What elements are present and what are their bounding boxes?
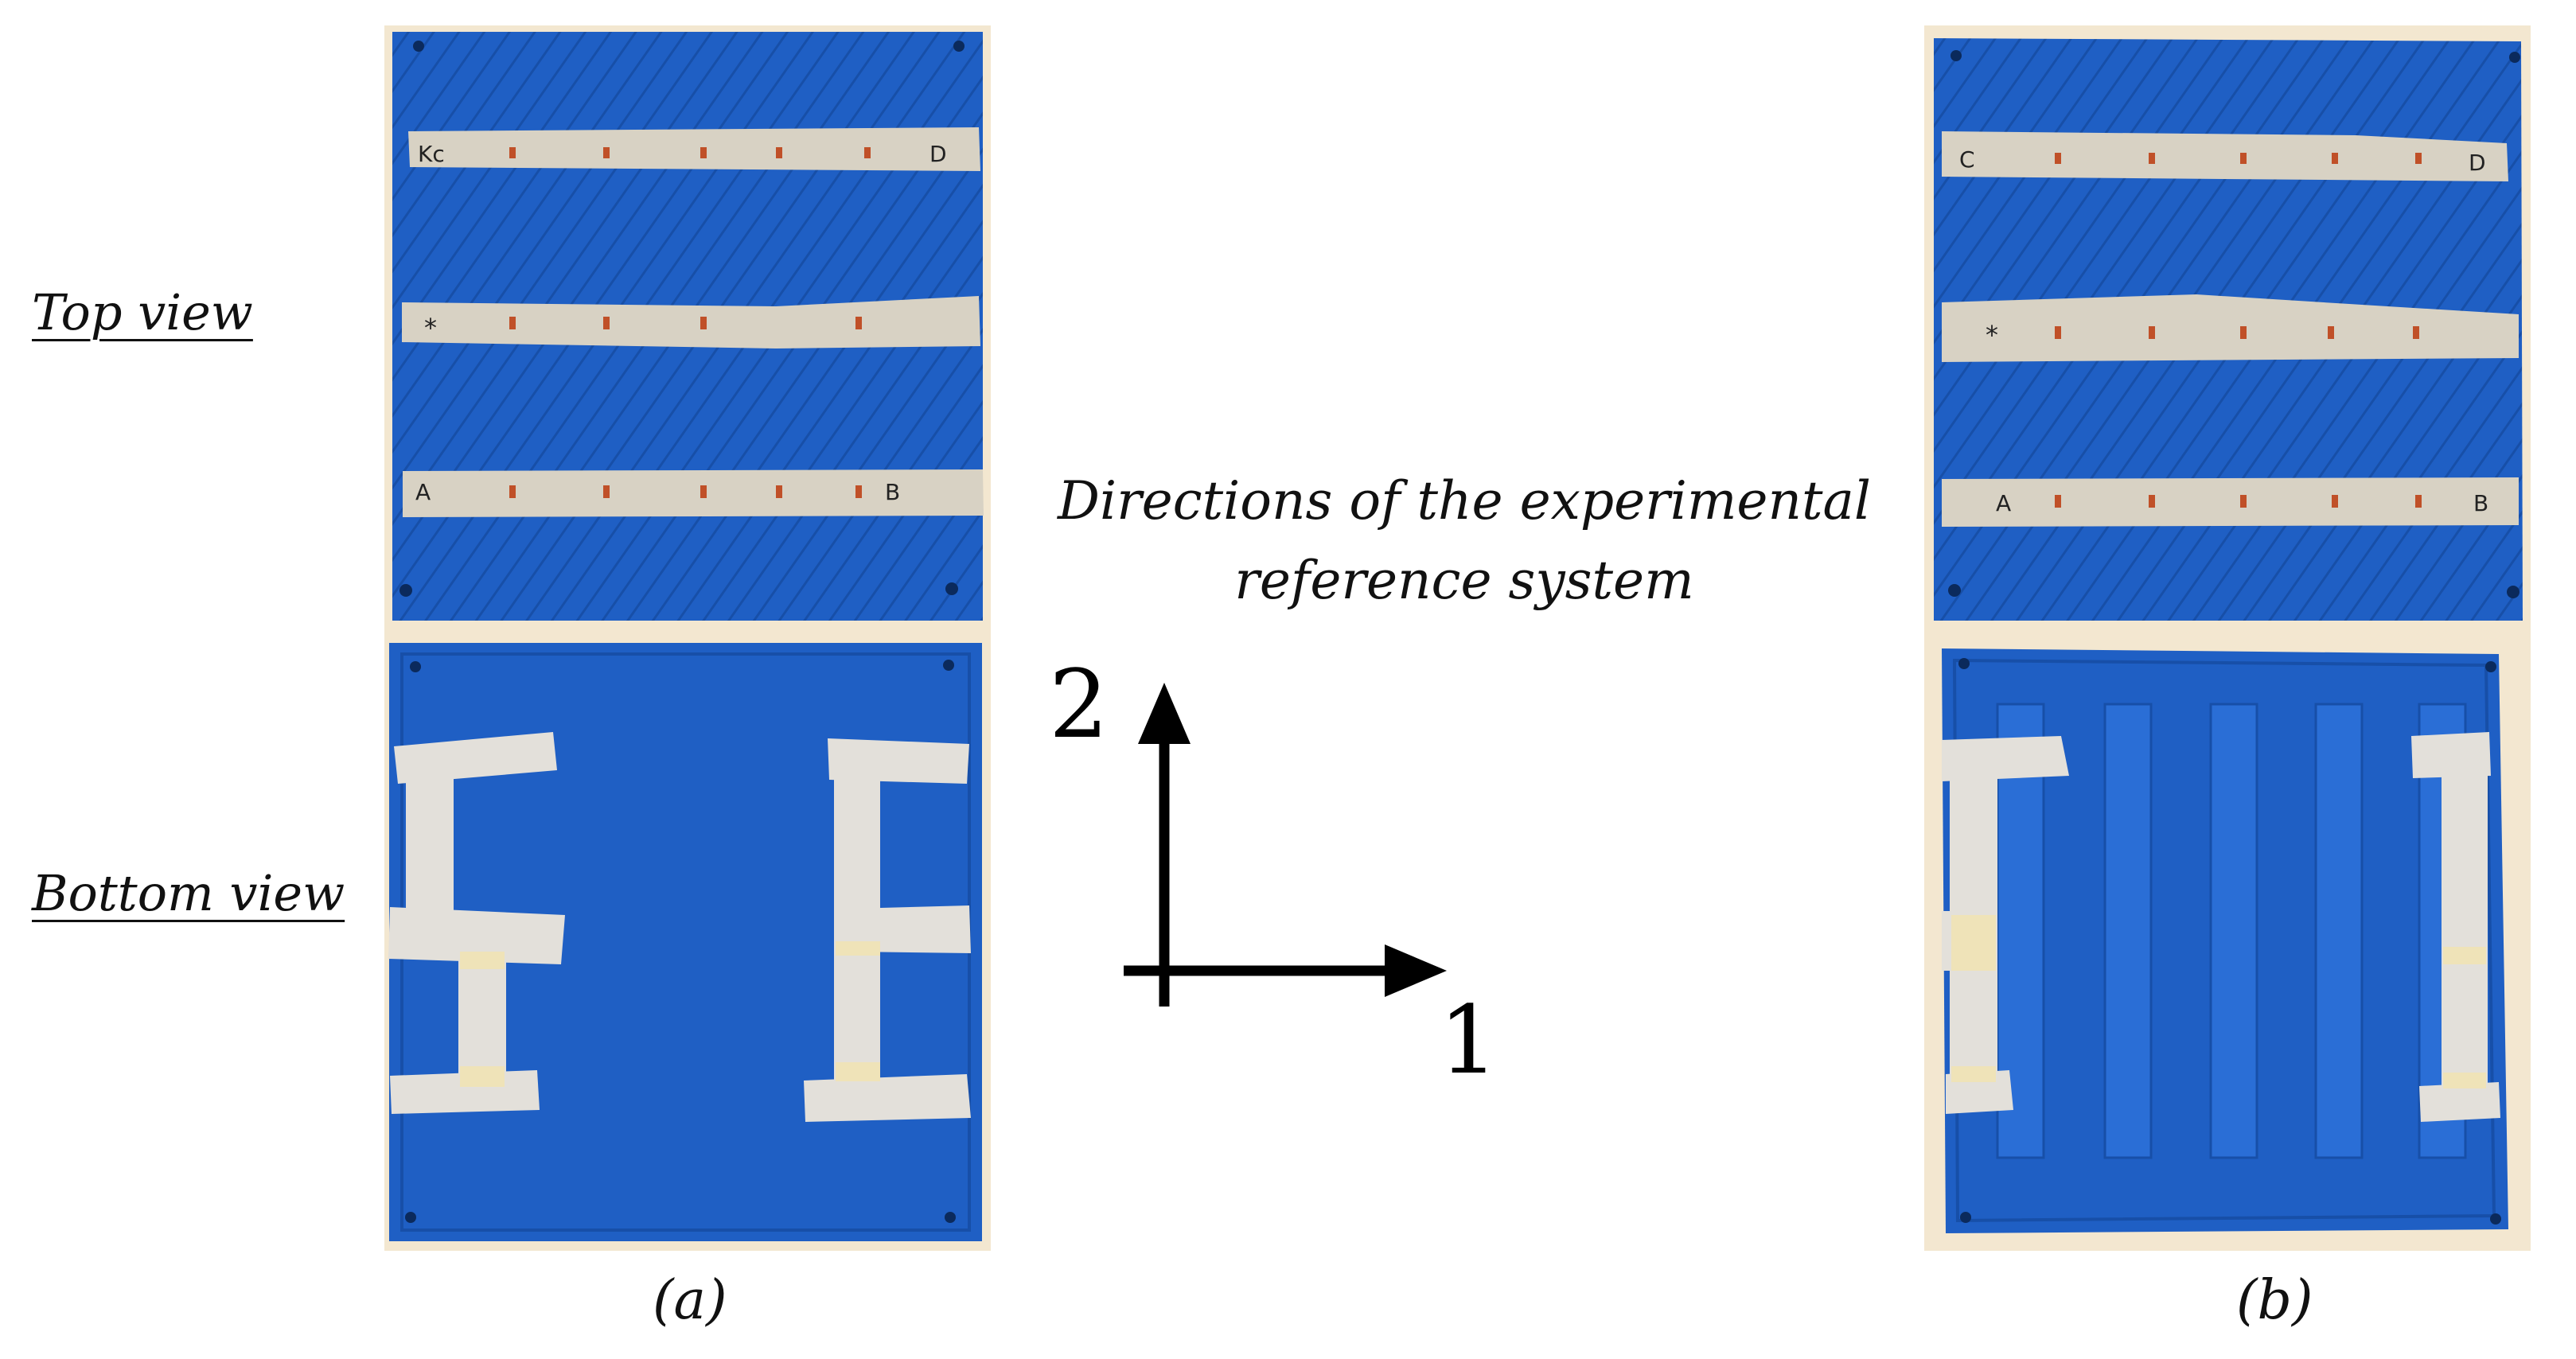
tape-strip [1942, 294, 2519, 362]
tape-strip [402, 296, 980, 349]
tape-letter: B [2473, 490, 2488, 516]
tape-letter: B [885, 479, 900, 505]
tape-strip [1942, 131, 2508, 181]
photo-a: Kc D A B * [384, 25, 991, 1251]
tape-letter: A [1996, 490, 2011, 516]
tape-patches [388, 732, 971, 1122]
tape-marks-red [2055, 153, 2422, 508]
plate-a-bottom [388, 643, 982, 1241]
tape-overlaps [460, 941, 880, 1087]
tape-strip [408, 127, 980, 171]
plate-ribs [1996, 703, 2467, 1159]
tape-asterisk: * [424, 313, 437, 343]
tape-strip [1942, 477, 2519, 527]
tape-asterisk: * [1986, 320, 1998, 350]
tape-letter: D [2469, 150, 2486, 176]
axis-1-arrowhead [1385, 944, 1447, 997]
top-view-label: Top view [32, 283, 253, 341]
plate-a-top: Kc D A B * [392, 32, 984, 621]
axis-1-label: 1 [1439, 985, 1499, 1095]
caption-a: (a) [653, 1269, 727, 1332]
photo-b: C D A B * [1924, 25, 2531, 1251]
caption-b: (b) [2236, 1269, 2313, 1332]
tape-letter: A [415, 479, 431, 505]
tape-overlaps [1951, 915, 2486, 1088]
reference-axes [1124, 683, 1447, 1007]
directions-title-line1: Directions of the experimental [1058, 470, 1871, 532]
tape-letter: D [929, 141, 947, 167]
plate-b-top: C D A B * [1934, 38, 2523, 621]
bottom-view-label: Bottom view [32, 864, 345, 922]
tape-strip [403, 469, 984, 517]
tape-letter: C [1959, 146, 1975, 173]
directions-title-line2: reference system [1234, 550, 1694, 611]
plate-b-bottom [1942, 648, 2508, 1233]
tape-marks-red [509, 147, 871, 498]
axis-2-arrowhead [1138, 683, 1191, 744]
tape-letter: Kc [418, 141, 445, 167]
axis-2-label: 2 [1049, 649, 1109, 759]
